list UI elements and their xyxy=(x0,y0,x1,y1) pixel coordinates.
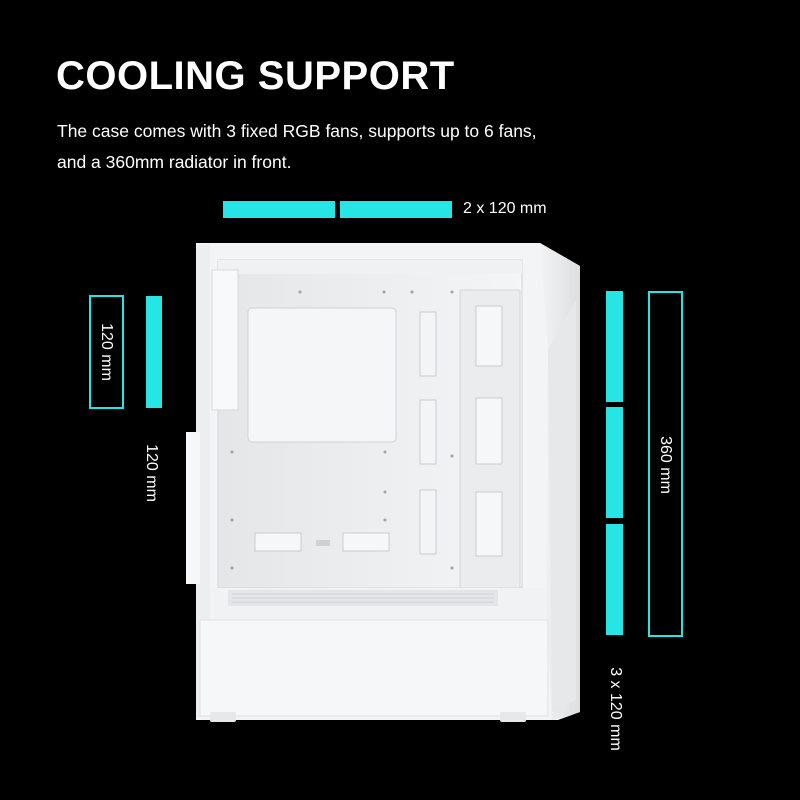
rear-fan-outline-indicator xyxy=(89,295,124,409)
front-fan-2-indicator xyxy=(606,407,623,518)
description-line-2: and a 360mm radiator in front. xyxy=(57,152,292,172)
front-fan-1-indicator xyxy=(606,291,623,402)
description: The case comes with 3 fixed RGB fans, su… xyxy=(57,116,677,178)
front-fan-3-indicator xyxy=(606,524,623,635)
top-fans-label: 2 x 120 mm xyxy=(463,200,547,217)
top-fan-2-indicator xyxy=(340,201,452,218)
description-line-1: The case comes with 3 fixed RGB fans, su… xyxy=(57,121,537,141)
radiator-outline-indicator xyxy=(648,291,683,637)
top-fan-1-indicator xyxy=(223,201,335,218)
rear-fan-indicator xyxy=(146,296,162,408)
page-title: COOLING SUPPORT xyxy=(56,54,455,98)
